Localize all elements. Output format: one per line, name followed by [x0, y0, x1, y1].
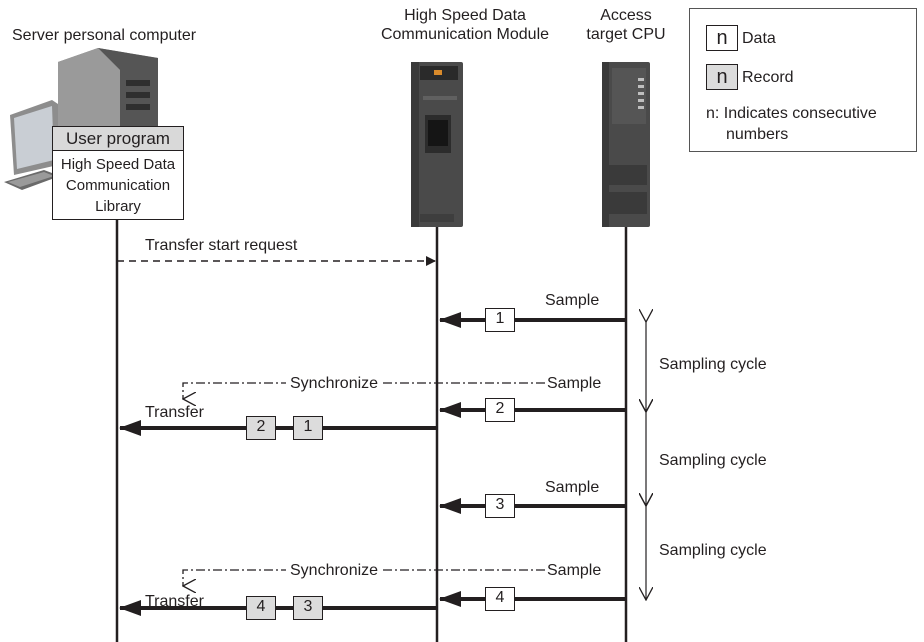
module-header-line1: High Speed Data — [404, 7, 526, 24]
sampling-cycle-label-2: Sampling cycle — [659, 452, 767, 469]
legend-record-label: Record — [742, 69, 794, 86]
transfer-label-1: Transfer — [145, 404, 204, 421]
user-program-label: User program — [53, 127, 183, 151]
data-box-3: 3 — [485, 494, 515, 518]
cpu-header: Access target CPU — [576, 6, 676, 44]
legend-record-symbol: n — [706, 64, 738, 90]
legend-note-line1: n: Indicates consecutive — [706, 105, 877, 122]
record-box-3: 3 — [293, 596, 323, 620]
module-header-line2: Communication Module — [380, 26, 550, 43]
legend-box: n Data n Record n: Indicates consecutive… — [689, 8, 917, 152]
module-header: High Speed Data Communication Module — [355, 6, 575, 44]
library-label: High Speed Data Communication Library — [53, 154, 183, 217]
cpu-module-icon — [602, 62, 650, 227]
sample-label-2: Sample — [545, 374, 602, 393]
sampling-cycle-label-3: Sampling cycle — [659, 542, 767, 559]
synchronize-label-2: Synchronize — [286, 561, 383, 580]
sample-label-3: Sample — [545, 479, 600, 496]
data-box-4: 4 — [485, 587, 515, 611]
pc-software-panel: User program High Speed Data Communicati… — [52, 126, 184, 220]
communication-module-icon — [411, 62, 463, 227]
legend-data-label: Data — [742, 30, 776, 47]
cpu-header-line2: target CPU — [586, 26, 666, 43]
sample-label-1: Sample — [545, 292, 600, 309]
synchronize-label-1: Synchronize — [286, 374, 383, 393]
data-box-2: 2 — [485, 398, 515, 422]
data-box-1: 1 — [485, 308, 515, 332]
record-box-1: 1 — [293, 416, 323, 440]
record-box-2: 2 — [246, 416, 276, 440]
library-line1: High Speed Data — [60, 156, 176, 173]
server-pc-header: Server personal computer — [12, 27, 197, 44]
synchronize-line-2 — [183, 569, 545, 586]
sample-label-4: Sample — [545, 561, 602, 580]
sampling-cycle-label-1: Sampling cycle — [659, 356, 767, 373]
legend-note-line2: numbers — [726, 126, 789, 143]
transfer-start-request-label: Transfer start request — [145, 237, 298, 254]
library-line2: Communication — [65, 177, 171, 194]
cpu-header-line1: Access — [600, 7, 652, 24]
transfer-label-2: Transfer — [145, 593, 204, 610]
library-line3: Library — [95, 198, 141, 215]
synchronize-line-1 — [183, 382, 545, 399]
record-box-4: 4 — [246, 596, 276, 620]
legend-data-symbol: n — [706, 25, 738, 51]
